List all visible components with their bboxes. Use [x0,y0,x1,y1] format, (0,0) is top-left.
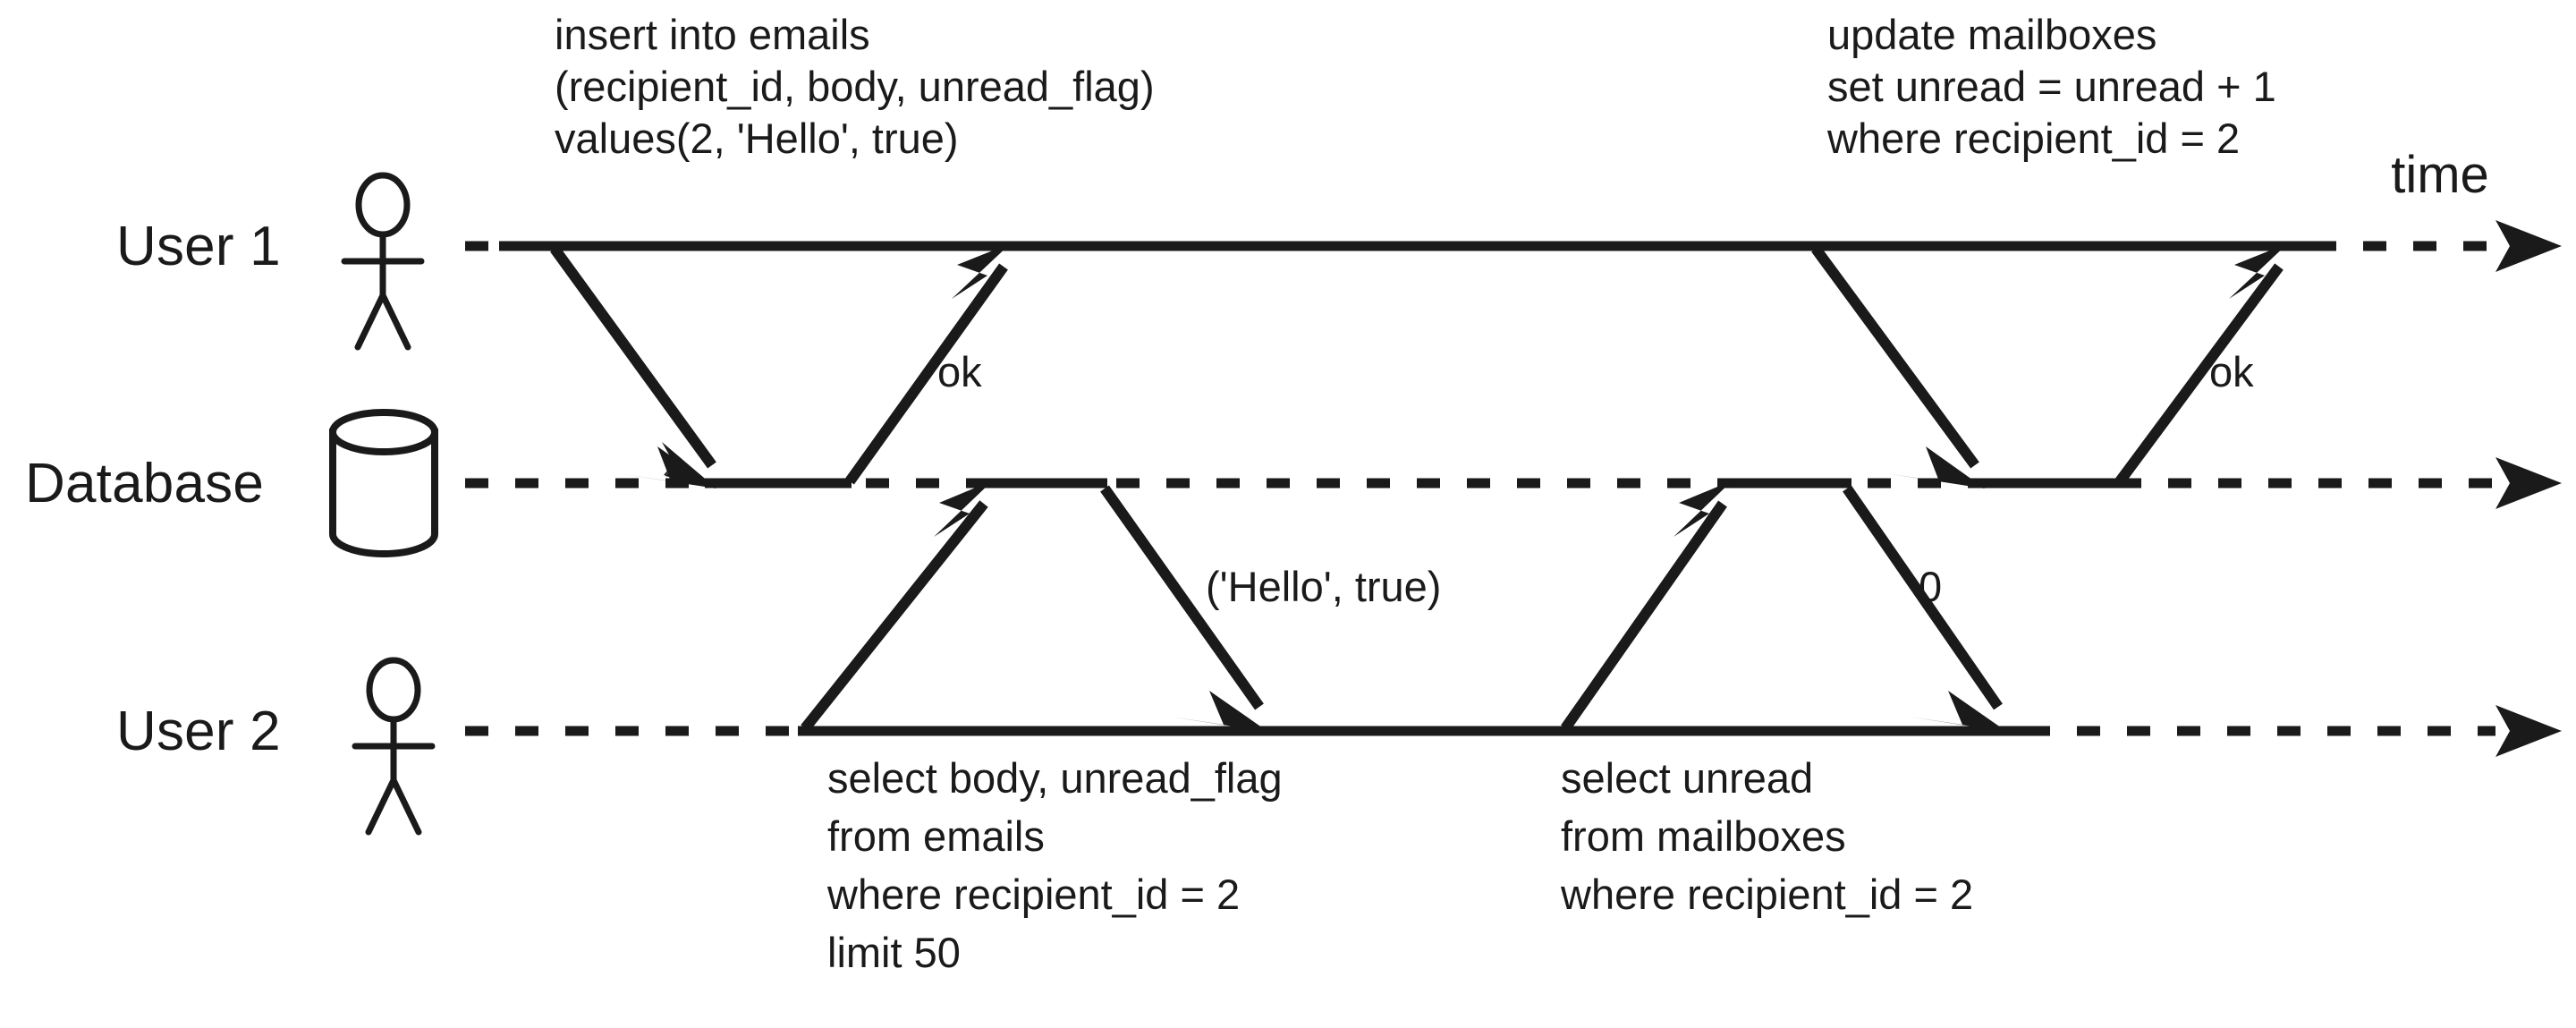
arrow-head-up [2229,243,2288,299]
arrow-head-up [934,480,993,537]
annotation-line: select unread [1561,754,1813,802]
message-insert-response: ok [845,243,1011,485]
annotation-line: where recipient_id = 2 [826,871,1240,918]
message-label-zero: 0 [1919,563,1942,610]
annotation-line: where recipient_id = 2 [1826,115,2240,162]
message-select-emails-request [801,480,993,732]
annotation-line: limit 50 [827,929,961,976]
message-label-ok-1: ok [937,348,982,395]
arrow-head-up [952,243,1011,299]
annotation-insert-emails: insert into emails (recipient_id, body, … [555,11,1155,162]
message-select-unread-response: 0 [1843,485,2007,732]
annotation-line: from mailboxes [1561,812,1846,860]
annotation-select-unread: select unread from mailboxes where recip… [1560,754,1973,918]
time-arrow-database [2496,457,2562,509]
message-update-response: ok [2115,243,2288,485]
message-insert-request [550,245,716,489]
annotation-line: set unread = unread + 1 [1827,63,2276,110]
lane-label-user2: User 2 [116,701,281,762]
message-update-request [1811,245,1985,489]
annotation-line: values(2, 'Hello', true) [555,115,959,162]
message-label-ok-2: ok [2209,348,2254,395]
annotation-line: (recipient_id, body, unread_flag) [555,63,1155,110]
lane-label-database: Database [25,453,264,514]
annotation-line: where recipient_id = 2 [1560,871,1973,918]
arrow-head-down [1170,691,1268,732]
time-arrow-user2 [2496,705,2562,757]
annotation-select-emails: select body, unread_flag from emails whe… [826,754,1283,976]
annotation-line: update mailboxes [1827,11,2157,58]
stick-figure-icon [341,172,425,351]
message-label-hello-true: ('Hello', true) [1206,563,1441,610]
arrow-head-down [1885,446,1985,489]
time-arrow-user1 [2496,220,2562,272]
arrow-head-down [1909,691,2007,732]
database-cylinder-icon [329,409,438,557]
arrow-head-up [1674,480,1733,537]
message-select-emails-response: ('Hello', true) [1100,485,1441,732]
lane-label-user1: User 1 [116,216,281,277]
message-select-unread-request [1561,480,1733,732]
time-axis-label: time [2391,146,2489,204]
lane-user1: User 1 [116,172,2562,351]
annotation-line: insert into emails [555,11,870,58]
annotation-line: from emails [827,812,1045,860]
annotation-line: select body, unread_flag [827,754,1283,802]
lane-user2: User 2 [116,657,2562,836]
lane-database: Database [25,409,2562,557]
stick-figure-icon [352,657,436,836]
annotation-update-mailboxes: update mailboxes set unread = unread + 1… [1826,11,2276,162]
